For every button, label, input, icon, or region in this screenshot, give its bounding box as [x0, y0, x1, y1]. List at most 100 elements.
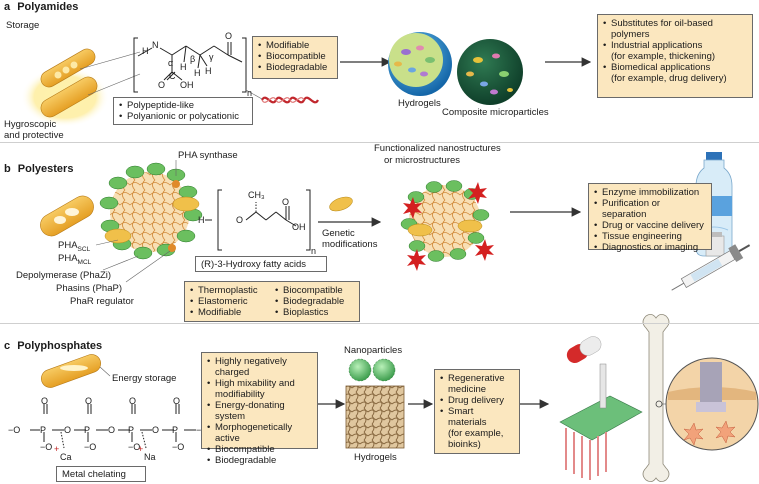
divider-b-c — [0, 323, 759, 324]
chem-o: O — [173, 396, 181, 406]
chem-o-minus: −O — [128, 442, 141, 452]
section-c-graphics — [30, 314, 759, 482]
chem-h: H — [142, 46, 149, 56]
characteristic-item: Polypeptide-like — [119, 100, 247, 111]
characteristic-item: Polyanionic or polycationic — [119, 111, 247, 122]
genetic-label-1: Genetic — [322, 228, 355, 239]
property-item: Modifiable — [190, 307, 269, 318]
polyphosphate-chain — [30, 404, 196, 449]
phar-label: PhaR regulator — [70, 296, 134, 307]
nanoparticles-label: Nanoparticles — [344, 345, 403, 356]
chem-subscript-n: n — [311, 246, 317, 256]
bone-icon — [642, 314, 670, 482]
bacterium-pha-icon — [40, 195, 94, 237]
property-item: Biodegradable — [207, 455, 312, 466]
metal-chelating-label: Metal chelating — [62, 469, 126, 480]
pha-scl-label: PHASCL — [58, 240, 91, 253]
section-a-graphics — [21, 32, 592, 127]
polyester-properties-box: Thermoplastic Elastomeric Modifiable Bio… — [184, 281, 360, 322]
red-star-icon — [403, 182, 494, 271]
composite-label: Composite microparticles — [442, 107, 549, 118]
property-item: Modifiable — [258, 40, 332, 51]
chem-ca: Ca — [60, 452, 72, 462]
hydrogel-mesh-icon — [345, 385, 405, 449]
property-item: Elastomeric — [190, 296, 269, 307]
polyphosphate-properties-box: Highly negatively charged High mixabilit… — [201, 352, 318, 466]
bacterium-hygroscopic-icon — [40, 76, 98, 118]
chem-alpha: α — [168, 58, 174, 68]
chem-h-beta: H — [180, 62, 187, 72]
chem-o-minus: −O — [8, 425, 21, 435]
section-a-heading: a Polyamides — [4, 1, 78, 13]
property-item: Highly negatively charged — [207, 356, 312, 378]
chem-o-carbonyl: O — [225, 31, 233, 41]
section-b-heading: b Polyesters — [4, 163, 73, 175]
chem-p: P — [40, 425, 47, 435]
pha-mcl-label: PHAMCL — [58, 253, 92, 266]
application-item: Drug or vaccine delivery — [594, 220, 706, 231]
property-item: Morphogenetically active — [207, 422, 312, 444]
functionalized-label-2: or microstructures — [384, 155, 461, 166]
chem-o-carbonyl: O — [282, 197, 290, 207]
divider-a-b — [0, 142, 759, 143]
chem-o: O — [108, 425, 116, 435]
functionalized-label-1: Functionalized nanostructures — [374, 143, 501, 154]
property-item: Thermoplastic — [190, 285, 269, 296]
granule-icon — [54, 71, 62, 79]
polyester-applications-box: Enzyme immobilization Purification or se… — [588, 183, 712, 253]
chem-gamma: γ — [209, 52, 214, 62]
chem-oh: OH — [180, 80, 194, 90]
enzyme-icon — [329, 196, 353, 212]
scaffold-icon — [559, 363, 643, 480]
hygroscopic-label-2: and protective — [4, 130, 64, 141]
chem-n: N — [152, 40, 159, 50]
chem-beta: β — [190, 54, 196, 64]
application-item: Purification or separation — [594, 198, 706, 220]
chem-o: O — [158, 80, 166, 90]
property-item: Biocompatible — [207, 444, 312, 455]
property-item: Biodegradable — [275, 296, 354, 307]
chem-o: O — [236, 215, 244, 225]
chem-ch3: CH₃ — [248, 190, 265, 200]
metal-chelating-box: Metal chelating — [56, 466, 146, 482]
polyamide-characteristics-box: Polypeptide-like Polyanionic or polycati… — [113, 97, 253, 125]
chem-plus: + — [54, 444, 60, 454]
composite-microparticle-icon — [457, 39, 523, 105]
chem-c: C — [169, 71, 176, 81]
property-item: Energy-donating system — [207, 400, 312, 422]
chem-o: O — [85, 396, 93, 406]
nanoparticles-icon — [348, 358, 396, 382]
property-item: Biocompatible — [258, 51, 332, 62]
chem-plus: + — [138, 444, 144, 454]
polyamide-properties-box: Modifiable Biocompatible Biodegradable — [252, 36, 338, 79]
depolymerase-label: Depolymerase (PhaZi) — [16, 270, 112, 281]
pha-granule-icon — [99, 162, 203, 260]
property-item: Bioplastics — [275, 307, 354, 318]
phasins-label: Phasins (PhaP) — [56, 283, 123, 294]
application-item: Biomedical applications(for example, dru… — [603, 62, 747, 84]
polyamide-structure — [133, 37, 247, 93]
application-item: Drug delivery — [440, 395, 514, 406]
pha-synthase-label: PHA synthase — [178, 150, 238, 161]
hygroscopic-label-1: Hygroscopic — [4, 119, 57, 130]
section-title: Polyamides — [17, 1, 79, 13]
section-title: Polyphosphates — [17, 340, 103, 352]
section-letter: a — [4, 1, 11, 13]
storage-label: Storage — [6, 20, 40, 31]
section-letter: b — [4, 163, 11, 175]
application-item: Diagnostics or imaging — [594, 242, 706, 253]
hydroxy-acid-structure — [205, 189, 311, 251]
functionalized-granule-icon — [400, 180, 490, 262]
application-item: Smart materials(for example,bioinks) — [440, 406, 514, 450]
section-title: Polyesters — [17, 163, 74, 175]
chem-o: O — [152, 425, 160, 435]
section-c-heading: c Polyphosphates — [4, 340, 102, 352]
syringe-icon — [671, 244, 751, 291]
capsule-icon — [566, 336, 602, 363]
chem-na: Na — [144, 452, 156, 462]
application-item: Industrial applications(for example, thi… — [603, 40, 747, 62]
chem-h: H — [198, 215, 205, 225]
